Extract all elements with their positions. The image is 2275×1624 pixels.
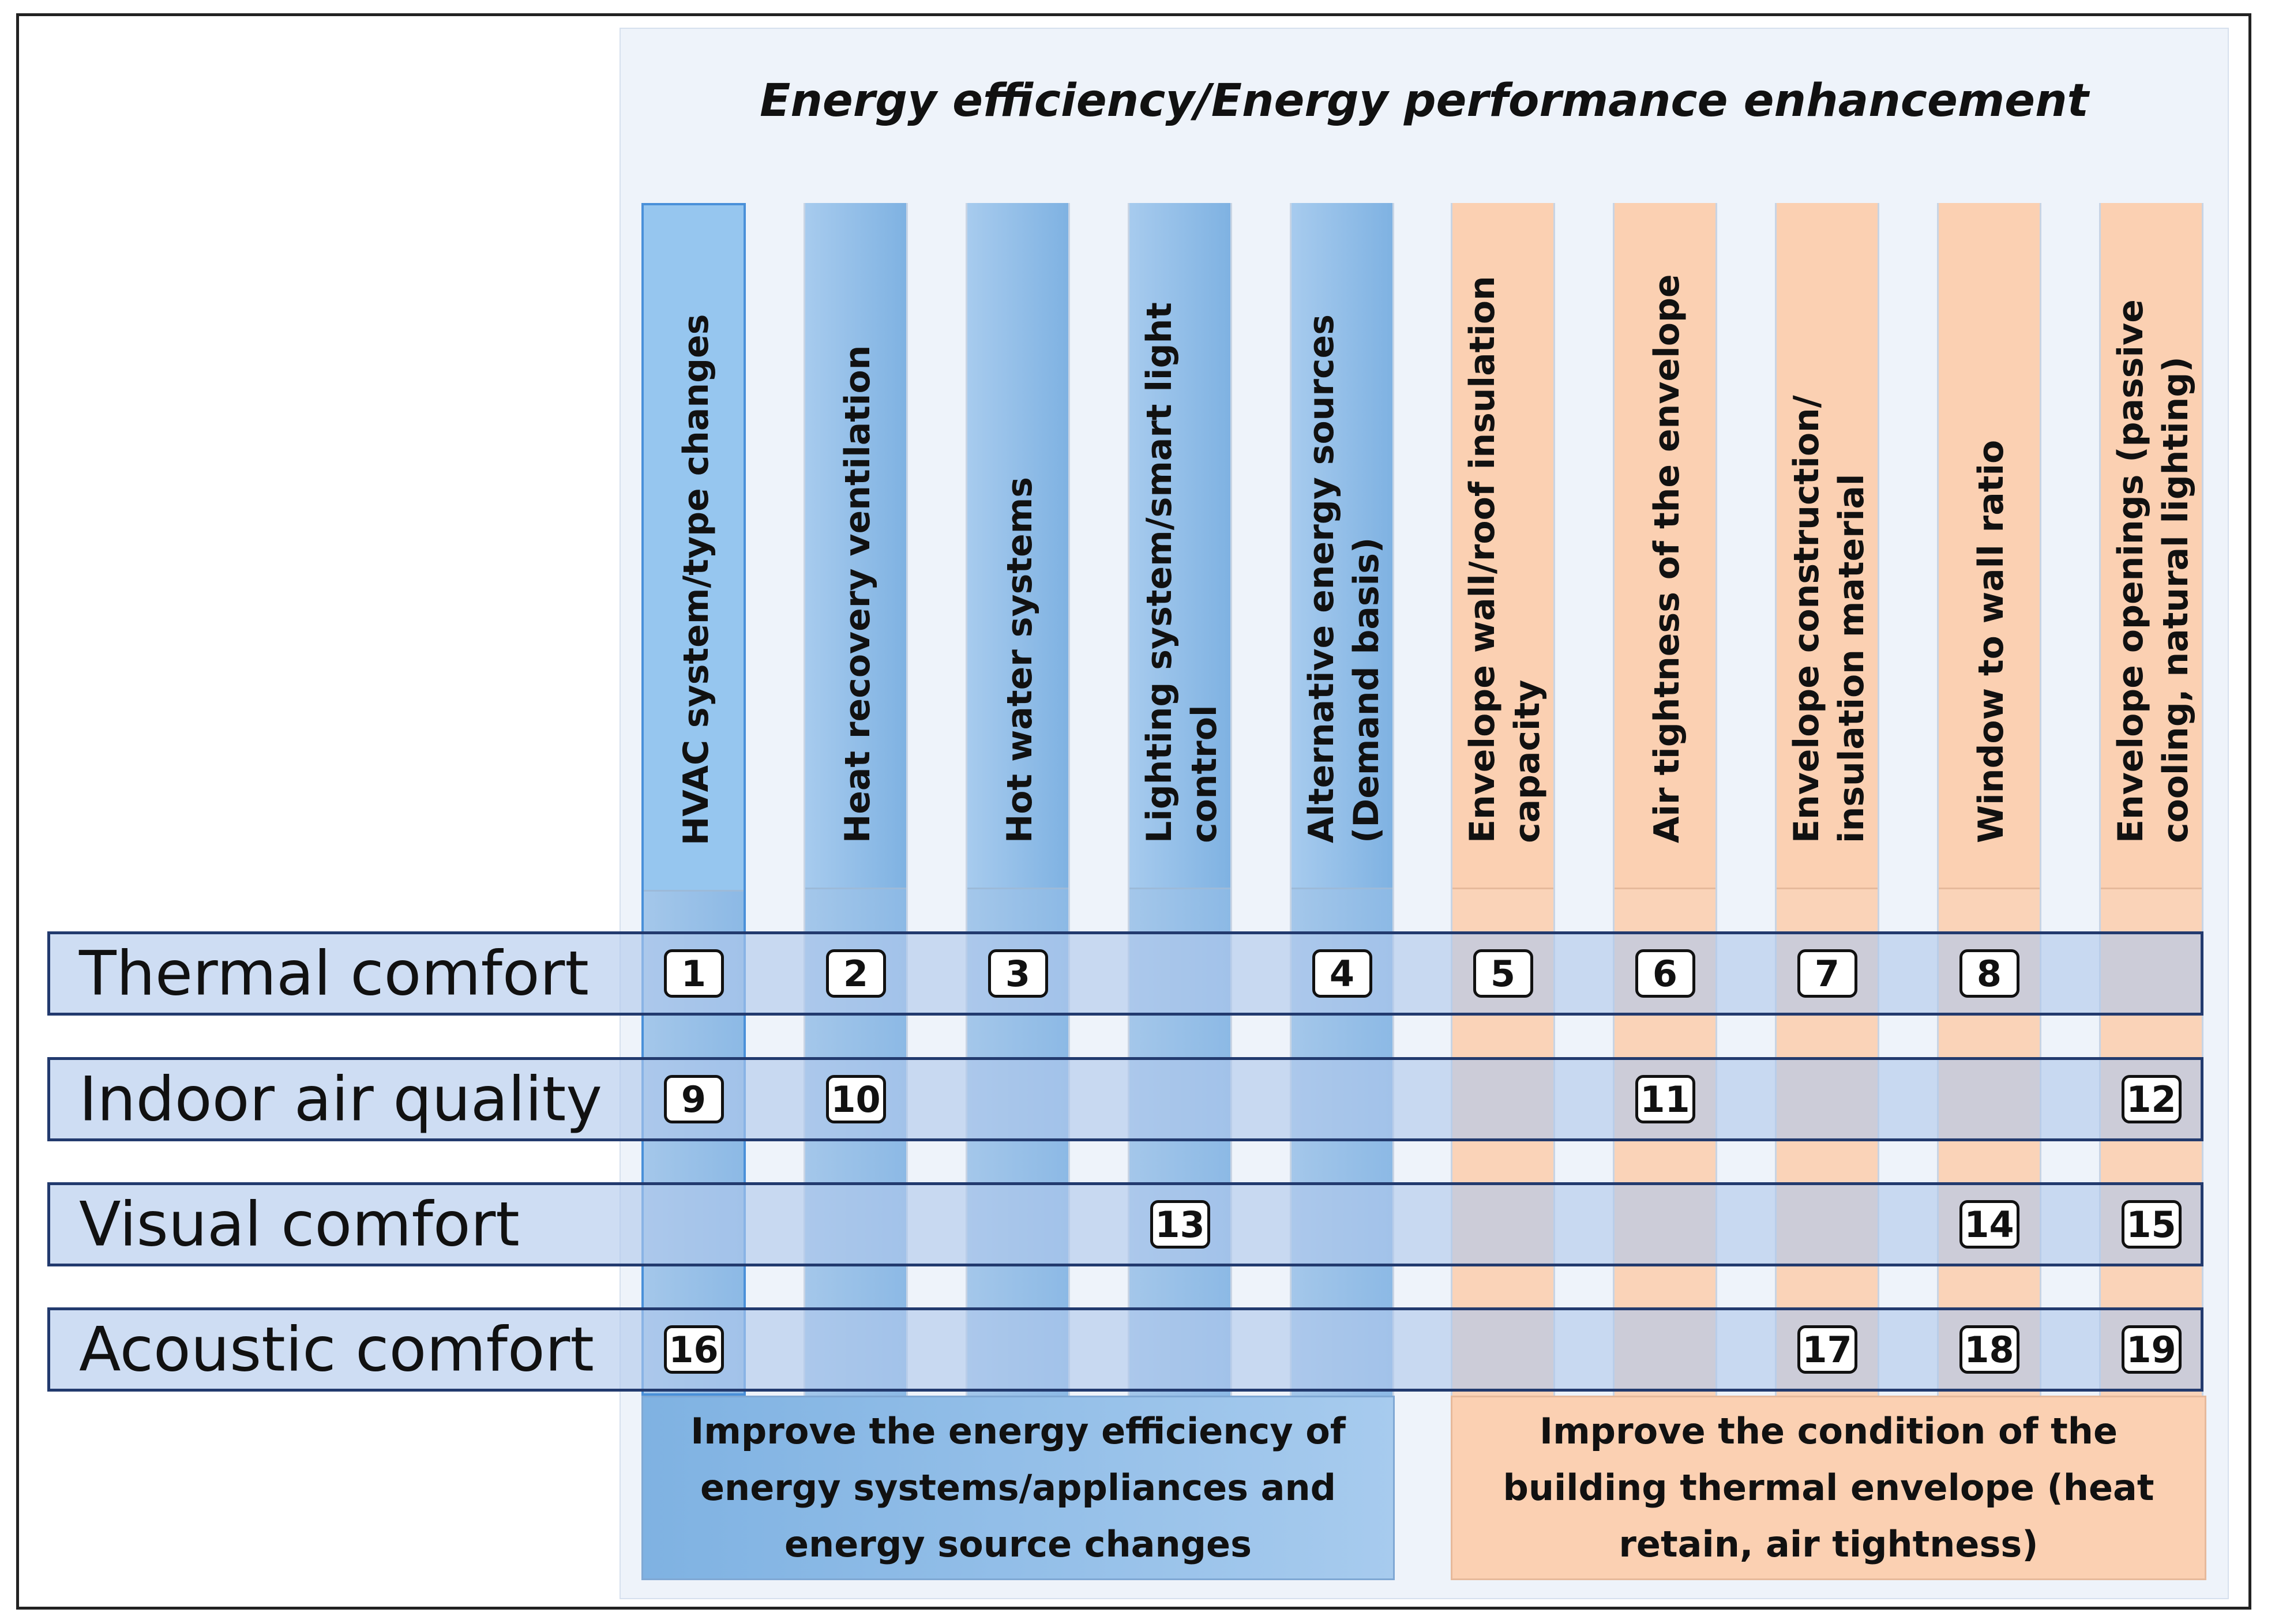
measure-label: Window to wall ratio [1939,203,2043,889]
measure-label-line: Lighting system/smart light [1139,302,1180,843]
interaction-number-badge: 10 [825,1075,886,1123]
interaction-number-badge: 15 [2121,1200,2182,1249]
interaction-number-badge: 9 [663,1075,724,1123]
measure-label-line: Envelope construction/ [1786,395,1827,843]
measure-label-line: Window to wall ratio [1970,439,2011,843]
measure-column-header: Alternative energy sources(Demand basis) [1292,203,1392,889]
footer-systems: Improve the energy efficiency of energy … [641,1396,1395,1580]
measure-label-line: Air tightness of the envelope [1646,274,1687,843]
measure-column-header: Air tightness of the envelope [1615,203,1715,889]
measure-label-line: Envelope openings (passive [2110,299,2151,843]
comfort-row: Thermal comfort [47,931,2203,1016]
interaction-number-badge: 19 [2121,1325,2182,1374]
interaction-number-badge: 8 [1959,949,2019,998]
measure-label-line: control [1184,705,1225,843]
comfort-row-label: Visual comfort [79,1189,520,1260]
comfort-row-label: Thermal comfort [79,938,589,1009]
measure-column-header: Envelope construction/insulation materia… [1777,203,1878,889]
interaction-number-badge: 18 [1959,1325,2019,1374]
measure-column-header: Heat recovery ventilation [805,203,906,889]
interaction-number-badge: 14 [1959,1200,2019,1249]
comfort-row: Indoor air quality [47,1057,2203,1141]
measure-label-line: HVAC system/type changes [675,314,716,845]
measure-label: Hot water systems [967,203,1072,889]
measure-label-line: Alternative energy sources [1301,314,1342,843]
interaction-number-badge: 2 [825,949,886,998]
measure-label-line: insulation material [1831,473,1872,843]
interaction-number-badge: 4 [1312,949,1372,998]
comfort-row: Acoustic comfort [47,1307,2203,1392]
measure-label: Envelope construction/insulation materia… [1777,203,1881,889]
measure-label-line: (Demand basis) [1346,537,1387,843]
footer-envelope: Improve the condition of the building th… [1451,1396,2206,1580]
interaction-number-badge: 16 [663,1325,724,1374]
interaction-number-badge: 12 [2121,1075,2182,1123]
measure-label: HVAC system/type changes [644,205,748,892]
measure-label-line: cooling, natural lighting) [2155,356,2196,843]
interaction-number-badge: 6 [1635,949,1695,998]
interaction-number-badge: 3 [988,949,1048,998]
measure-column-header: HVAC system/type changes [644,205,744,892]
measure-label-line: Envelope wall/roof insulation [1462,276,1503,843]
diagram-title: Energy efficiency/Energy performance enh… [760,75,2089,127]
measure-column: HVAC system/type changes [641,203,746,1396]
comfort-row: Visual comfort [47,1182,2203,1266]
measure-label-line: Hot water systems [999,477,1040,843]
measure-label: Heat recovery ventilation [805,203,910,889]
measure-label: Air tightness of the envelope [1615,203,1719,889]
interaction-number-badge: 17 [1797,1325,1857,1374]
measure-label-line: Heat recovery ventilation [837,345,878,843]
measure-column-header: Window to wall ratio [1939,203,2040,889]
interaction-number-badge: 1 [663,949,724,998]
interaction-number-badge: 5 [1473,949,1533,998]
comfort-row-label: Indoor air quality [79,1063,603,1135]
interaction-number-badge: 13 [1150,1200,1210,1249]
interaction-number-badge: 11 [1635,1075,1695,1123]
comfort-row-label: Acoustic comfort [79,1314,594,1385]
interaction-number-badge: 7 [1797,949,1857,998]
measure-column-header: Hot water systems [967,203,1068,889]
measure-label: Alternative energy sources(Demand basis) [1292,203,1396,889]
measure-label-line: capacity [1507,679,1548,843]
